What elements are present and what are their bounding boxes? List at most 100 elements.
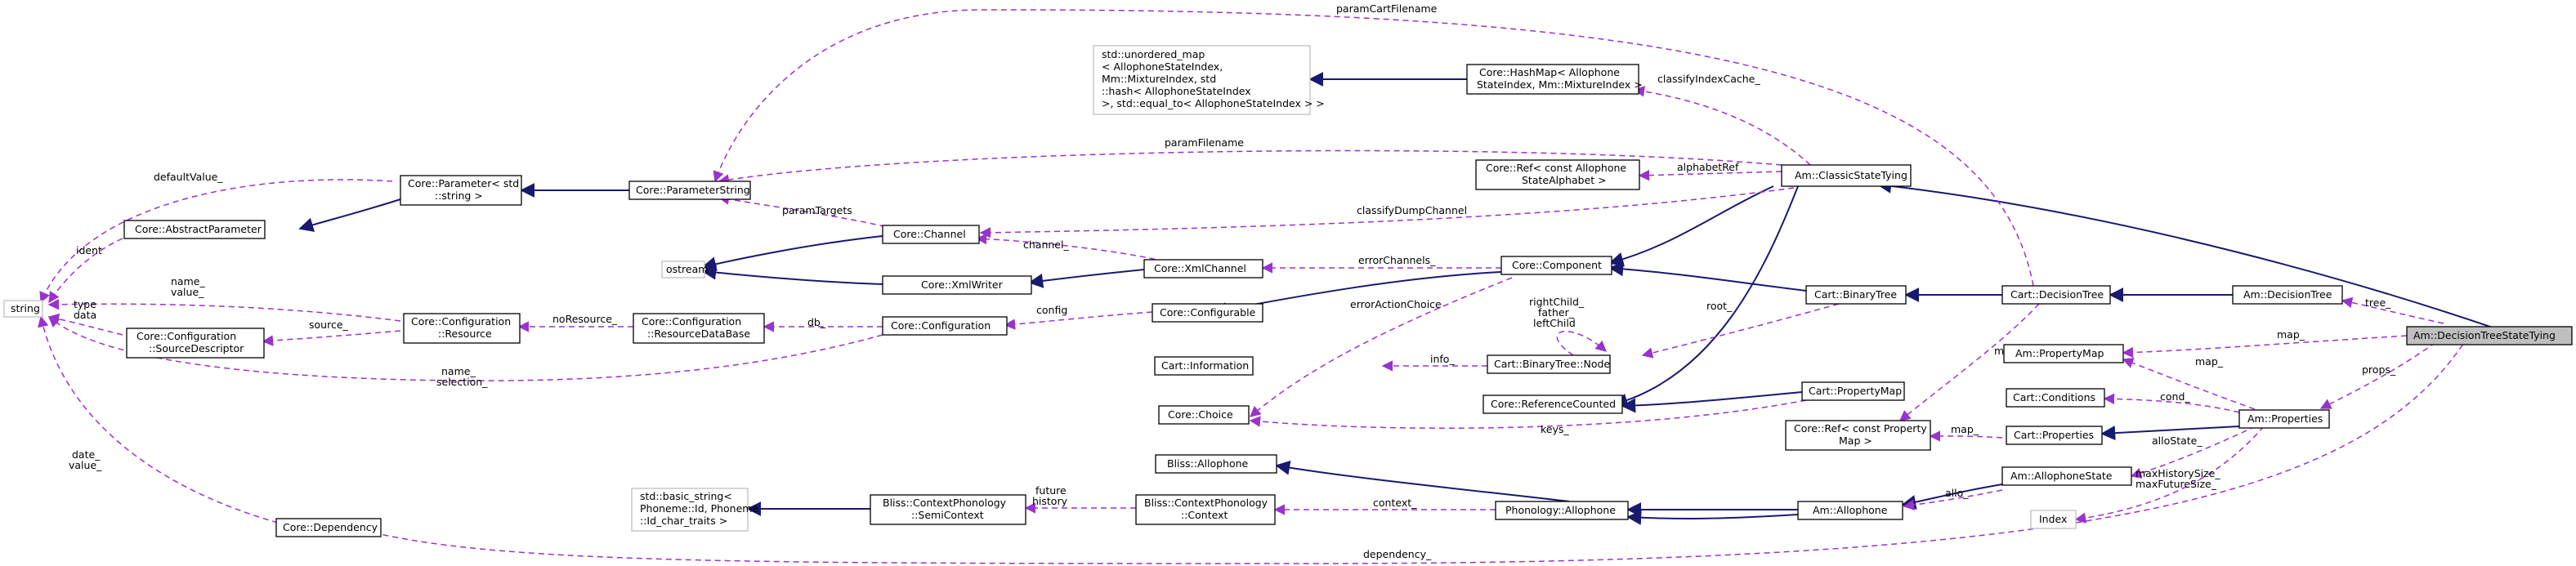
node-configuration-source-descriptor[interactable]: Core::Configuration ::SourceDescriptor	[126, 328, 265, 359]
node-label: Am::ClassicStateTying	[1795, 169, 1907, 181]
edge-map-props	[2122, 358, 2265, 413]
node-label: Core::XmlWriter	[921, 279, 1004, 291]
node-cart-information[interactable]: Cart::Information	[1154, 356, 1254, 376]
node-ostream[interactable]: ostream	[661, 261, 708, 279]
label-max-history-future-0: maxHistorySize_	[2135, 467, 2220, 479]
node-xml-channel[interactable]: Core::XmlChannel	[1143, 259, 1263, 279]
node-bliss-context-phonology-context[interactable]: Bliss::ContextPhonology ::Context	[1135, 494, 1276, 525]
label-map-props: map_	[2195, 355, 2224, 368]
node-component[interactable]: Core::Component	[1500, 256, 1612, 275]
node-am-decision-tree[interactable]: Am::DecisionTree	[2232, 285, 2343, 305]
node-am-allophone-state[interactable]: Am::AllophoneState	[2001, 466, 2132, 486]
label-map-am: map_	[2277, 328, 2305, 341]
node-configurable[interactable]: Core::Configurable	[1152, 303, 1263, 323]
node-ref-allophone-state-alphabet[interactable]: Core::Ref< const Allophone StateAlphabet…	[1475, 159, 1640, 190]
node-label-line1: std::basic_string<	[640, 490, 732, 502]
node-channel[interactable]: Core::Channel	[882, 225, 980, 244]
label-param-cart-filename: paramCartFilename	[1336, 2, 1438, 15]
node-abstract-parameter[interactable]: Core::AbstractParameter	[123, 220, 266, 239]
node-label: Core::ParameterString	[636, 184, 750, 196]
node-cart-decision-tree[interactable]: Cart::DecisionTree	[2001, 285, 2111, 305]
edge-max-history-future	[2074, 426, 2265, 524]
class-nodes: string ostream Core::AbstractParameter C…	[3, 45, 2573, 537]
label-child-nodes-1: father_	[1538, 306, 1575, 319]
node-index[interactable]: Index	[2030, 510, 2077, 529]
node-unordered-map[interactable]: std::unordered_map < AllophoneStateIndex…	[1093, 45, 1325, 115]
node-label-line2: ::SemiContext	[911, 509, 984, 521]
node-phonology-allophone[interactable]: Phonology::Allophone	[1495, 501, 1629, 520]
node-label: Am::Allophone	[1813, 504, 1888, 516]
label-context: context_	[1373, 497, 1417, 509]
node-dependency[interactable]: Core::Dependency	[275, 518, 382, 537]
label-source: source_	[309, 319, 349, 331]
edge-name-value	[47, 298, 401, 322]
label-name-selection-1: selection_	[436, 376, 488, 388]
node-basic-string-phoneme[interactable]: std::basic_string< Phoneme::Id, Phoneme …	[631, 488, 758, 532]
node-parameter-string[interactable]: Core::ParameterString	[628, 180, 751, 200]
node-label-line5: >, std::equal_to< AllophoneStateIndex > …	[1102, 97, 1325, 109]
edge-propmap-to-refcounted	[1621, 391, 1803, 413]
label-classify-dump-channel: classifyDumpChannel	[1357, 204, 1467, 216]
edge-parameter-to-abstract-parameter	[298, 198, 401, 232]
node-cart-properties[interactable]: Cart::Properties	[2006, 426, 2103, 445]
node-configuration[interactable]: Core::Configuration	[882, 316, 1008, 336]
node-ref-property-map[interactable]: Core::Ref< const Property Map >	[1785, 420, 1931, 451]
node-label: Phonology::Allophone	[1505, 504, 1616, 516]
node-hashmap[interactable]: Core::HashMap< Allophone StateIndex, Mm:…	[1466, 64, 1643, 95]
usage-edges	[38, 9, 2469, 564]
node-cart-property-map[interactable]: Cart::PropertyMap	[1801, 381, 1905, 401]
label-name-value-1: value_	[171, 286, 204, 298]
edge-root	[1641, 303, 1840, 359]
node-am-decision-tree-state-tying[interactable]: Am::DecisionTreeStateTying	[2406, 326, 2573, 345]
edge-binarytree-to-component	[1608, 261, 1807, 292]
label-param-targets: paramTargets	[782, 204, 852, 216]
edge-config	[1004, 311, 1153, 330]
node-string[interactable]: string	[3, 300, 43, 318]
label-error-action-choice: errorActionChoice	[1350, 298, 1442, 310]
edge-param-targets	[718, 194, 896, 230]
edge-channel-to-ostream	[701, 235, 883, 272]
node-label-line4: ::hash< AllophoneStateIndex	[1102, 85, 1251, 97]
node-classic-state-tying[interactable]: Am::ClassicStateTying	[1781, 164, 1912, 187]
node-am-allophone[interactable]: Am::Allophone	[1797, 501, 1903, 520]
node-label-line2: ::SourceDescriptor	[149, 342, 244, 354]
node-bliss-context-phonology-semicontext[interactable]: Bliss::ContextPhonology ::SemiContext	[870, 494, 1026, 525]
node-core-choice[interactable]: Core::Choice	[1158, 405, 1250, 425]
node-xml-writer[interactable]: Core::XmlWriter	[882, 275, 1032, 295]
node-label: Cart::BinaryTree::Node	[1494, 358, 1610, 370]
inheritance-edges	[298, 72, 2493, 525]
node-reference-counted[interactable]: Core::ReferenceCounted	[1483, 394, 1623, 414]
node-am-properties[interactable]: Am::Properties	[2238, 409, 2330, 429]
label-ident: ident	[76, 244, 102, 256]
label-alphabet-ref: alphabetRef	[1677, 161, 1739, 173]
node-parameter-std-string[interactable]: Core::Parameter< std ::string >	[400, 175, 522, 206]
edge-dtst-to-classic	[1876, 178, 2493, 328]
node-label-line3: ::Id_char_traits >	[640, 515, 727, 527]
edge-default-value	[39, 179, 393, 304]
node-binary-tree-node[interactable]: Cart::BinaryTree::Node	[1487, 354, 1611, 374]
node-label: Am::AllophoneState	[2010, 470, 2113, 482]
node-am-property-map[interactable]: Am::PropertyMap	[2003, 344, 2124, 363]
node-label-line3: Mm::MixtureIndex, std	[1102, 73, 1216, 85]
node-binary-tree[interactable]: Cart::BinaryTree	[1805, 285, 1907, 305]
label-date-value-0: date_	[72, 448, 101, 461]
node-configuration-resource[interactable]: Core::Configuration ::Resource	[403, 313, 521, 344]
edge-dependency	[358, 336, 2469, 564]
edge-ident	[48, 238, 123, 304]
edge-classify-dump-channel	[979, 187, 1795, 238]
node-bliss-allophone[interactable]: Bliss::Allophone	[1155, 454, 1277, 474]
node-label: Am::PropertyMap	[2015, 347, 2104, 359]
edge-map-ref	[1929, 430, 2003, 442]
node-label-line2: ::ResourceDataBase	[647, 328, 750, 340]
node-label: Core::Configuration	[891, 319, 991, 332]
edge-param-filename	[718, 149, 1782, 185]
node-label-line1: Core::Ref< const Allophone	[1486, 162, 1626, 174]
edge-keys	[1249, 399, 1807, 429]
node-configuration-resource-database[interactable]: Core::Configuration ::ResourceDataBase	[633, 313, 765, 344]
edge-cond	[2103, 393, 2240, 413]
label-props: props_	[2362, 363, 2396, 376]
edge-am-allophone-to-phonology-2	[1626, 510, 1799, 525]
node-cart-conditions[interactable]: Cart::Conditions	[2006, 388, 2105, 408]
node-label: Am::Properties	[2247, 412, 2323, 425]
edge-map-cart	[1898, 303, 2040, 421]
